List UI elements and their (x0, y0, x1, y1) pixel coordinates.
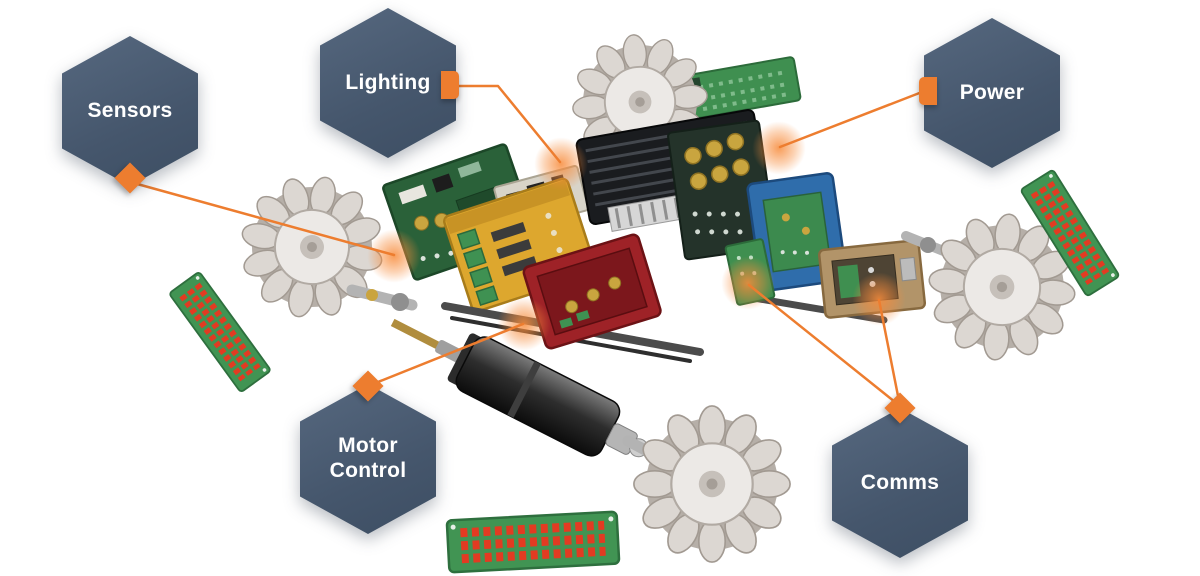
axle-coupler-right (901, 231, 961, 261)
mecanum-wheel-right (920, 205, 1084, 369)
pcb-top-green (682, 56, 802, 120)
callout-motor-control-label: Motor Control (329, 434, 407, 482)
highlight-motor-point (497, 297, 551, 351)
callout-power-pointer (919, 77, 937, 105)
heatsink-module-black (575, 108, 768, 232)
axle-coupler-left (346, 284, 418, 311)
callout-lighting[interactable]: Lighting (320, 8, 456, 158)
callout-motor-control[interactable]: Motor Control (300, 384, 436, 534)
callout-power[interactable]: Power (924, 18, 1060, 168)
callout-comms-label: Comms (860, 470, 940, 494)
mecanum-wheel-top (564, 26, 716, 178)
highlight-lighting-point (534, 137, 588, 191)
led-pin-board-right (1020, 169, 1119, 296)
callout-comms[interactable]: Comms (832, 408, 968, 558)
highlight-comms-point-b (852, 272, 906, 326)
callout-sensors-label: Sensors (87, 98, 173, 122)
callout-power-label: Power (959, 80, 1025, 104)
highlight-sensors-point (367, 229, 421, 283)
highlight-power-point (752, 121, 806, 175)
axle-coupler-bottom (622, 435, 682, 472)
lighting-box-yellow (443, 177, 597, 313)
connector-sensors (128, 180, 396, 257)
callout-lighting-label: Lighting (345, 70, 431, 94)
led-pin-board-left (169, 271, 271, 392)
mecanum-wheel-bottom (632, 404, 792, 564)
led-pin-board-bottom (447, 512, 619, 573)
callout-lighting-pointer (441, 71, 459, 99)
highlight-comms-point-a (721, 256, 775, 310)
